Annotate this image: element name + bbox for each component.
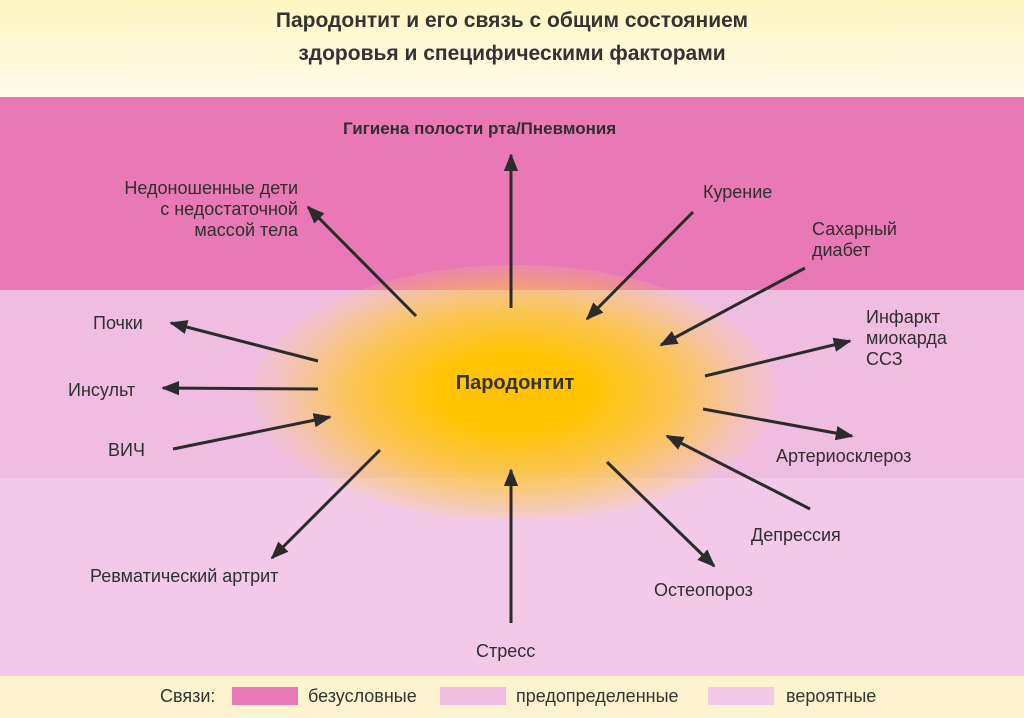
arrow-stroke — [161, 380, 319, 396]
label-diabetes-line-1: Сахарный — [812, 219, 897, 239]
arrow-smoking — [585, 210, 695, 321]
arrow-premature — [306, 205, 418, 318]
legend-title: Связи: — [160, 686, 216, 706]
label-hiv: ВИЧ — [108, 440, 145, 460]
title-line-1: Пародонтит и его связь с общим состояние… — [275, 9, 749, 32]
label-osteoporosis: Остеопороз — [654, 580, 753, 600]
label-hygiene: Гигиена полости рта/Пневмония — [343, 119, 617, 138]
legend-swatch-predetermined — [440, 687, 506, 705]
label-stroke: Инсульт — [68, 380, 136, 400]
arrow-diabetes — [659, 266, 806, 347]
arrow-rheumatoid — [270, 448, 382, 560]
label-infarction-line-2: миокарда — [866, 328, 947, 348]
arrow-hiv — [172, 413, 332, 451]
label-depression: Депрессия — [751, 525, 841, 545]
arrow-osteoporosis — [605, 460, 716, 568]
diagram-title: Пародонтит и его связь с общим состояние… — [0, 4, 1024, 70]
label-premature-line-3: массой тела — [194, 220, 298, 240]
center-label: Пародонтит — [455, 372, 575, 394]
arrow-kidneys — [169, 320, 319, 363]
label-smoking: Курение — [703, 182, 773, 202]
label-premature: Недоношенные дети с недостаточной массой… — [92, 178, 298, 241]
legend-swatch-probable — [708, 687, 774, 705]
label-kidneys: Почки — [93, 313, 143, 333]
legend-label-probable: вероятные — [786, 686, 877, 706]
title-line-2: здоровья и специфическими факторами — [298, 42, 726, 65]
arrow-depression — [665, 434, 811, 511]
legend-label-predetermined: предопределенные — [516, 686, 679, 706]
label-infarction-line-1: Инфаркт — [866, 307, 941, 327]
arrow-infarction — [704, 337, 852, 378]
label-diabetes: Сахарный диабет — [812, 219, 897, 261]
label-stress: Стресс — [476, 641, 536, 661]
label-premature-line-1: Недоношенные дети — [124, 178, 298, 198]
label-infarction-line-3: ССЗ — [866, 349, 903, 369]
label-arteriosclerosis: Артериосклероз — [776, 446, 912, 466]
arrow-arteriosclerosis — [702, 407, 854, 441]
legend-swatch-unconditional — [232, 687, 298, 705]
legend-strip — [0, 676, 1024, 718]
label-premature-line-2: с недостаточной — [160, 199, 298, 219]
label-diabetes-line-2: диабет — [812, 240, 871, 260]
label-rheumatoid: Ревматический артрит — [90, 566, 279, 586]
legend-label-unconditional: безусловные — [308, 686, 417, 706]
label-infarction: Инфаркт миокарда ССЗ — [866, 307, 947, 370]
